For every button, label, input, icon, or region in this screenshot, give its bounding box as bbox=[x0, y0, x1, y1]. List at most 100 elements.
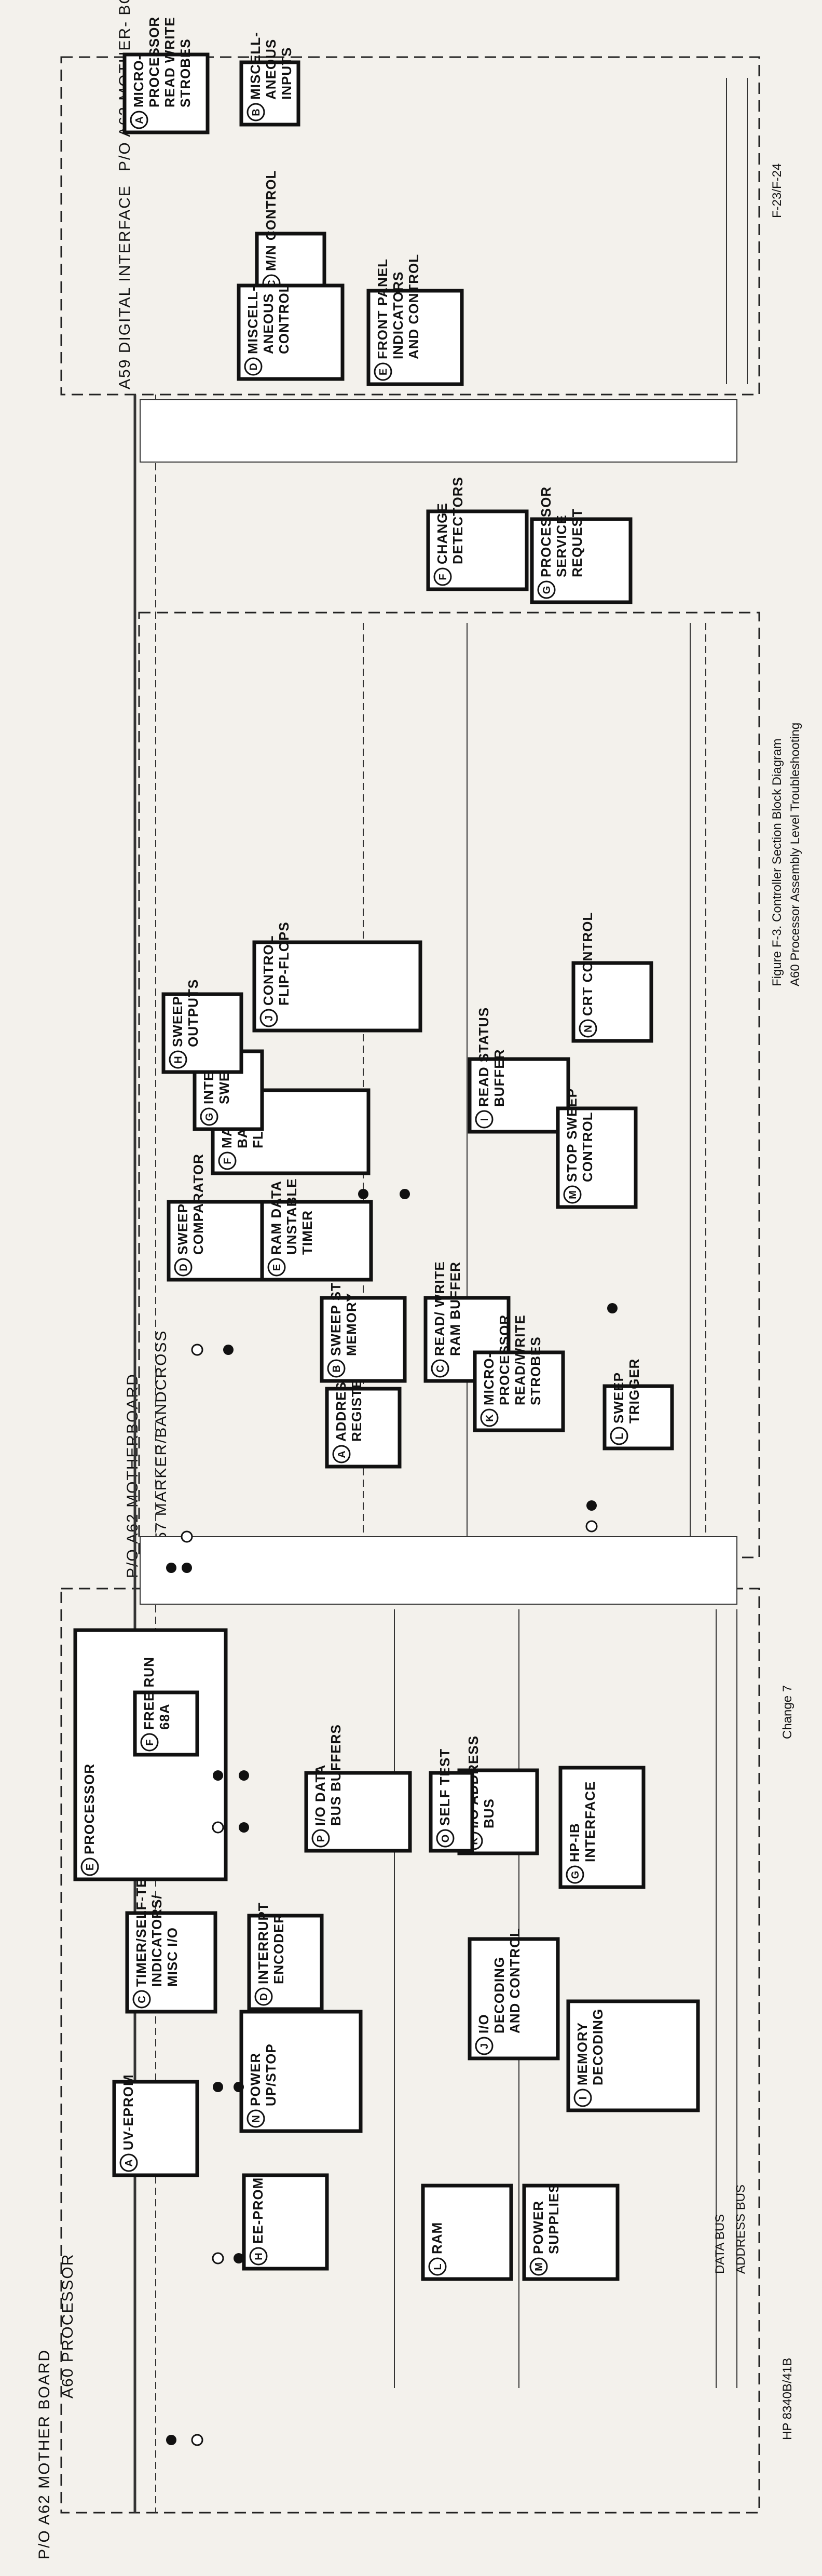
block-label: CHANGE bbox=[434, 503, 450, 564]
a60-section-title: A60 PROCESSOR bbox=[59, 2254, 76, 2398]
block-id: J bbox=[264, 1015, 275, 1021]
a60-region bbox=[60, 1588, 760, 2514]
block-frame bbox=[125, 1911, 217, 2014]
block-uv-eprom: A UV-EPROM bbox=[112, 2074, 199, 2177]
block-frame bbox=[237, 283, 345, 381]
block-label: BUS bbox=[481, 1798, 497, 1828]
block-label: INTERFACE bbox=[582, 1781, 598, 1862]
block-label: MISCELL- bbox=[248, 32, 263, 100]
block-label: FRONT PANEL bbox=[375, 259, 390, 359]
block-id: B bbox=[331, 1364, 342, 1372]
block-label: RAM bbox=[429, 2222, 445, 2254]
block-id: D bbox=[248, 362, 259, 370]
block-id: E bbox=[378, 368, 389, 375]
block-id-badge: F bbox=[433, 567, 452, 586]
block-frame bbox=[304, 1771, 412, 1853]
block-id: B bbox=[251, 108, 262, 116]
block-id-badge: B bbox=[246, 103, 265, 121]
test-point-icon bbox=[586, 1500, 597, 1511]
block-id: F bbox=[222, 1157, 234, 1164]
block-m-n-control: CM/N CONTROL bbox=[255, 170, 326, 298]
block-label: EE-PROM bbox=[250, 2177, 266, 2244]
block-id-badge: P bbox=[311, 1829, 330, 1848]
connector-strip-upper bbox=[140, 399, 737, 463]
block-label: DETECTORS bbox=[450, 477, 465, 564]
block-frame bbox=[252, 940, 422, 1033]
figure-title: Figure F-3. Controller Section Block Dia… bbox=[770, 738, 784, 986]
block-label: FLIP-FLOPS bbox=[276, 921, 292, 1006]
block-label: FREE RUN bbox=[141, 1657, 157, 1730]
block-label: PROCESSOR bbox=[538, 486, 554, 577]
block-id: C bbox=[435, 1364, 446, 1372]
block-frame bbox=[530, 517, 633, 604]
block-label: OUTPUTS bbox=[185, 979, 201, 1047]
test-point-icon bbox=[213, 1770, 223, 1781]
block-label: TRIGGER bbox=[626, 1359, 642, 1423]
block-label: M/N CONTROL bbox=[263, 170, 279, 271]
block-label: UV-EPROM bbox=[120, 2074, 136, 2150]
block-label: I/O bbox=[476, 2014, 491, 2033]
block-id: H bbox=[173, 1055, 184, 1063]
test-point-icon bbox=[234, 2082, 244, 2092]
figure-page: F-23/F-24 bbox=[770, 164, 784, 218]
a59-section-title: A59 DIGITAL INTERFACE bbox=[116, 185, 133, 389]
block-label: SELF TEST bbox=[437, 1748, 453, 1826]
block-label: PROCESSOR bbox=[81, 1764, 97, 1854]
block-id: G bbox=[570, 1870, 581, 1879]
block-id-badge: E bbox=[267, 1258, 286, 1277]
motherboard-left-title: P/O A62 MOTHER BOARD bbox=[36, 2349, 53, 2559]
block-id-badge: C bbox=[132, 1990, 151, 2009]
block-label: MEMORY bbox=[574, 2022, 590, 2085]
block-id-badge: J bbox=[259, 1009, 278, 1027]
test-point-icon bbox=[223, 1345, 234, 1355]
block-frame bbox=[566, 1999, 700, 2112]
test-point-icon bbox=[213, 2082, 223, 2092]
block-label: ADDRESS bbox=[333, 1372, 349, 1442]
block-id: O bbox=[440, 1834, 451, 1843]
block-id-badge: G bbox=[537, 580, 556, 599]
block-ee-prom: H EE-PROM bbox=[242, 2173, 329, 2271]
block-label: PROCESSOR bbox=[146, 17, 162, 107]
block-label: PROCESSOR bbox=[497, 1314, 512, 1405]
block-id: E bbox=[85, 1863, 96, 1870]
block-frame bbox=[239, 2010, 363, 2133]
block-id-badge: G bbox=[200, 1107, 218, 1126]
block-id-badge: D bbox=[244, 357, 263, 376]
block-label: MICRO- bbox=[481, 1353, 497, 1405]
block-label: STROBES bbox=[528, 1336, 543, 1405]
block-label: CONTROL bbox=[580, 1111, 595, 1182]
block-label: SWEEP bbox=[611, 1372, 626, 1423]
figure-subtitle: A60 Processor Assembly Level Troubleshoo… bbox=[788, 723, 802, 986]
block-label: REQUEST bbox=[569, 508, 585, 577]
block-id-badge: H bbox=[249, 2247, 268, 2266]
block-id: E bbox=[271, 1264, 283, 1271]
test-point-icon bbox=[234, 2253, 244, 2263]
block-frame bbox=[366, 289, 464, 386]
block-id-badge: K bbox=[480, 1408, 499, 1427]
block-id-badge: A bbox=[332, 1445, 351, 1463]
block-id-badge: A bbox=[119, 2153, 138, 2172]
block-label: UNSTABLE bbox=[284, 1178, 299, 1255]
block-id-badge: N bbox=[246, 2109, 265, 2128]
block-label: READ/WRITE bbox=[512, 1314, 528, 1405]
model-number: HP 8340B/41B bbox=[780, 2358, 794, 2440]
test-point-icon bbox=[239, 1822, 249, 1833]
block-label: SERVICE bbox=[554, 514, 569, 577]
test-point-icon bbox=[400, 1189, 410, 1199]
block-label: SWEEP bbox=[170, 996, 185, 1047]
block-id-badge: O bbox=[436, 1829, 455, 1848]
